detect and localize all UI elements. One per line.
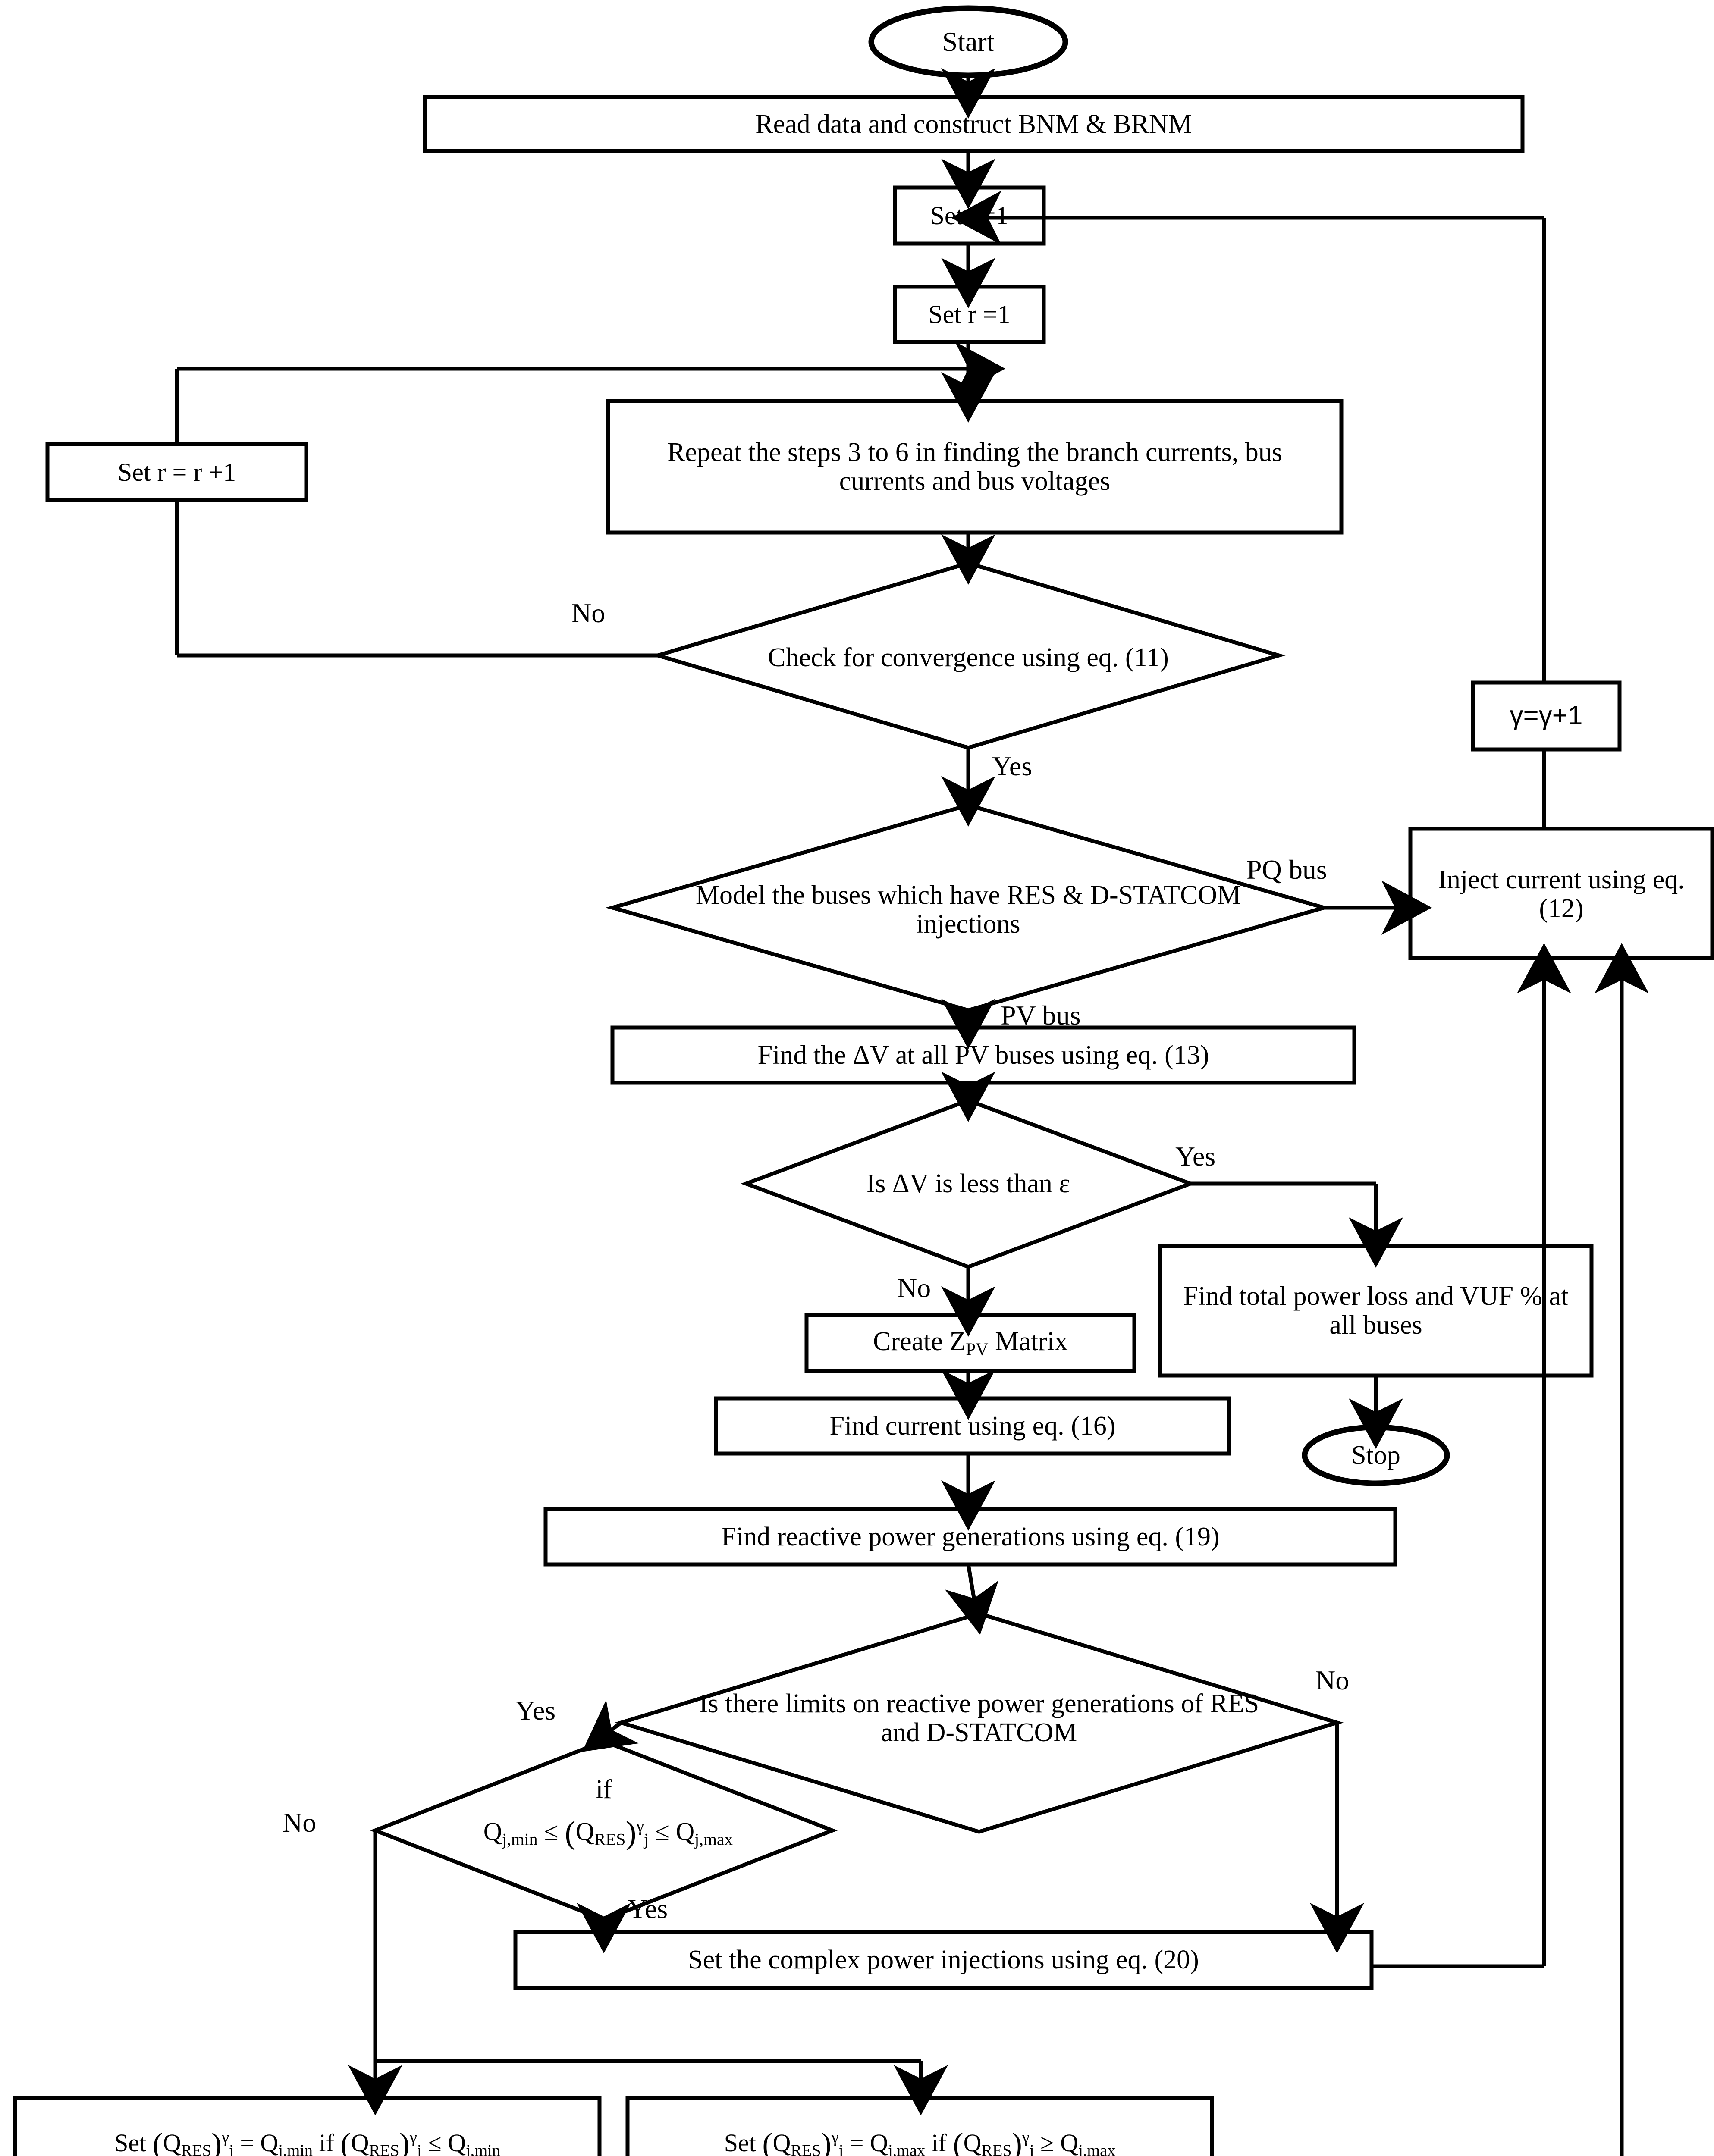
stop-label: Stop: [1351, 1440, 1400, 1470]
limits-diamond: [614, 1611, 1344, 1834]
set-qmin-box: [13, 2096, 602, 2156]
set-qmin-label: Set (QRES)γj = Qj,min if (QRES)γj ≤ Qj,m…: [19, 2102, 595, 2156]
gamma-inc-label: γ=γ+1: [1510, 701, 1583, 731]
find-dv-label: Find the ΔV at all PV buses using eq. (1…: [757, 1040, 1209, 1070]
edge-label-pq-bus: PQ bus: [1246, 854, 1327, 885]
set-qmax-line1: Set (QRES)γj = Qj,max if (QRES)γj ≥ Qj,m…: [724, 2126, 1116, 2156]
edge-label-dv-yes: Yes: [1175, 1141, 1216, 1172]
set-complex-label: Set the complex power injections using e…: [688, 1945, 1199, 1974]
set-complex-box: [513, 1930, 1374, 1990]
q-range-expression: Qj,min ≤ (QRES)γj ≤ Qj,max: [483, 1814, 733, 1851]
set-gamma-label: Set γ=1: [930, 201, 1009, 230]
if-range-expression: Qj,min ≤ (QRES)γj ≤ Qj,max: [418, 1811, 798, 1854]
repeat-steps-box: [606, 399, 1344, 535]
inject-current-label: Inject current using eq. (12): [1438, 865, 1685, 923]
edge-label-dv-no: No: [897, 1272, 931, 1303]
set-r-inc-label: Set r = r +1: [117, 458, 236, 486]
set-qmax-label: Set (QRES)γj = Qj,max if (QRES)γj ≥ Qj,m…: [632, 2102, 1208, 2156]
gamma-inc-box: [1471, 680, 1622, 752]
check-convergence-label: Check for convergence using eq. (11): [768, 642, 1169, 672]
edge-label-convergence-no: No: [571, 598, 606, 628]
edge-label-limits-yes: Yes: [515, 1695, 556, 1726]
start-label: Start: [942, 26, 995, 57]
limits-diamond-label: Is there limits on reactive power genera…: [699, 1689, 1259, 1747]
is-dv-less-label: Is ΔV is less than ε: [866, 1169, 1070, 1198]
set-r-label: Set r =1: [928, 300, 1011, 329]
edge-limits-yes: [582, 1700, 639, 1752]
create-zpv-text: Create ZPV Matrix: [873, 1327, 1068, 1359]
create-zpv-label: Create ZPV Matrix: [807, 1316, 1134, 1370]
find-loss-box: [1158, 1244, 1594, 1378]
read-data-label: Read data and construct BNM & BRNM: [755, 109, 1192, 139]
edge-reactive-to-limits: [945, 1564, 999, 1635]
find-reactive-label: Find reactive power generations using eq…: [721, 1522, 1220, 1551]
if-range-if-text: if: [556, 1774, 651, 1805]
inject-current-box: [1408, 827, 1714, 960]
if-keyword: if: [596, 1774, 612, 1804]
edge-label-pv-bus: PV bus: [1001, 1000, 1081, 1031]
repeat-steps-label: Repeat the steps 3 to 6 in finding the b…: [667, 438, 1282, 496]
edge-label-limits-no: No: [1315, 1665, 1350, 1695]
set-qmin-line1: Set (QRES)γj = Qj,min if (QRES)γj ≤ Qj,m…: [114, 2126, 500, 2156]
edge-label-range-yes: Yes: [628, 1893, 668, 1924]
find-loss-label: Find total power loss and VUF % at all b…: [1183, 1282, 1569, 1340]
model-buses-label: Model the buses which have RES & D-STATC…: [695, 881, 1241, 939]
edge-label-range-no: No: [283, 1807, 317, 1838]
find-current-label: Find current using eq. (16): [829, 1411, 1116, 1441]
edge-label-convergence-yes: Yes: [992, 751, 1033, 781]
